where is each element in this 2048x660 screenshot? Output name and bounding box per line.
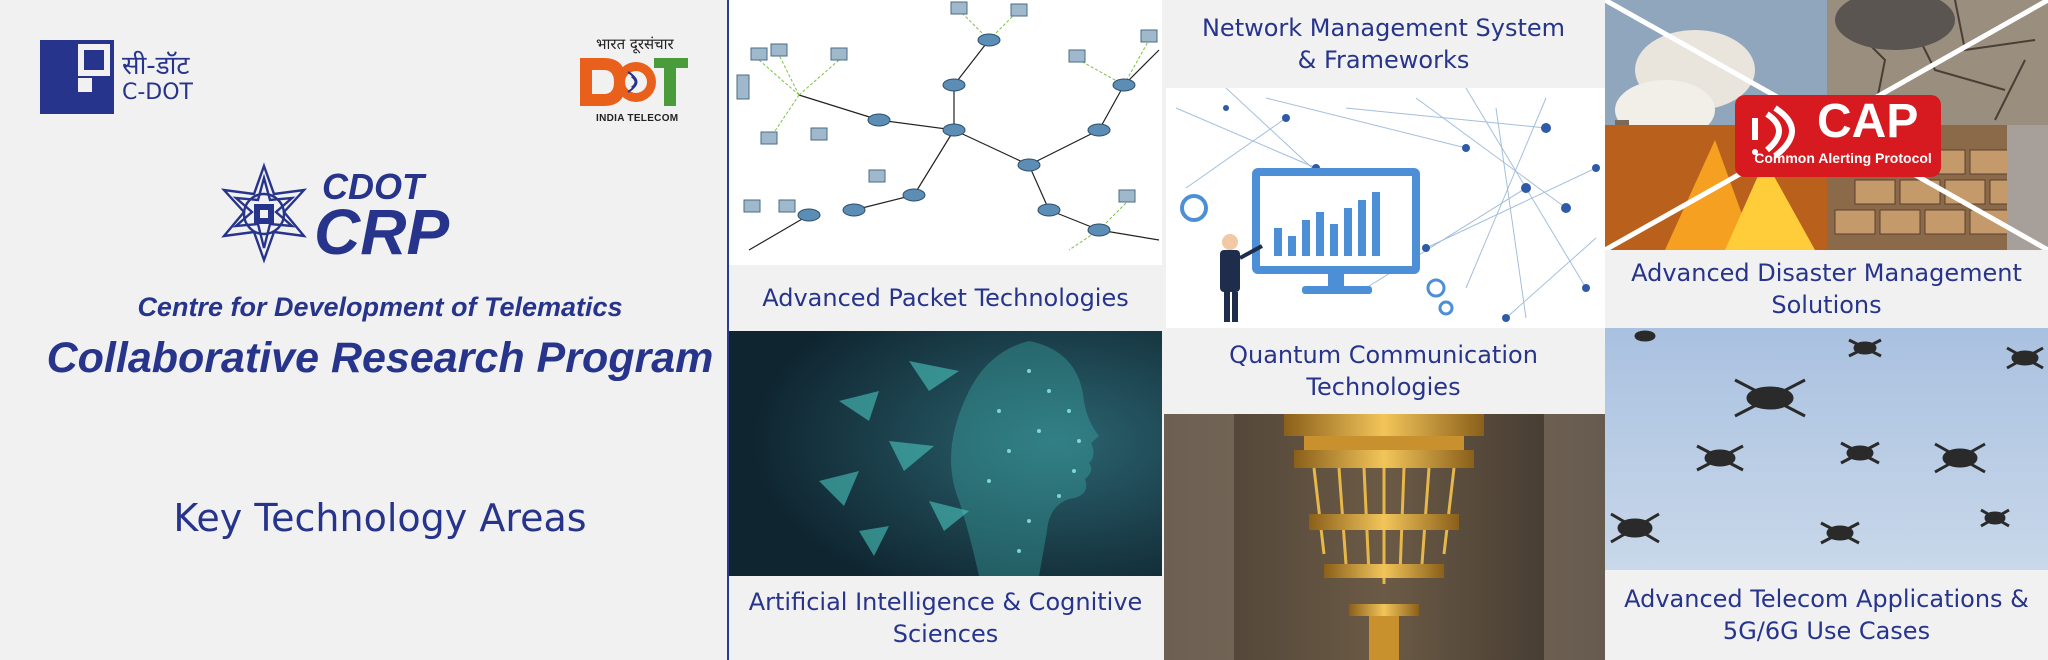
caption-nms-line1: Network Management System	[1201, 14, 1566, 42]
caption-packet: Advanced Packet Technologies	[729, 265, 1162, 331]
crp-star-emblem-icon	[220, 162, 308, 264]
india-telecom-label: INDIA TELECOM	[596, 113, 679, 124]
caption-nms-line2: & Frameworks	[1297, 46, 1470, 74]
cdot-hindi-label: सी-डॉट	[122, 51, 190, 81]
caption-quantum-line1: Quantum Communication	[1229, 341, 1538, 369]
disaster-collage-image: CAP Common Alerting Protocol	[1605, 0, 2048, 250]
crp-label: CRP	[314, 196, 450, 268]
caption-quantum: Quantum Communication Technologies	[1162, 328, 1605, 414]
caption-disaster: Advanced Disaster Management Solutions	[1605, 250, 2048, 328]
quantum-computer-image	[1164, 414, 1605, 660]
caption-ai-line2: Sciences	[892, 620, 999, 648]
dot-logo-icon	[580, 58, 688, 106]
caption-telecom: Advanced Telecom Applications & 5G/6G Us…	[1605, 570, 2048, 660]
cap-title: CAP	[1817, 95, 1919, 148]
divider	[727, 0, 729, 660]
packet-network-image	[729, 0, 1162, 265]
crp-cdot-label: CDOT	[322, 166, 424, 207]
cdot-label: C-DOT	[122, 80, 193, 105]
centre-title: Centre for Development of Telematics	[137, 292, 623, 322]
cdot-logo-icon	[40, 40, 114, 114]
caption-disaster-line2: Solutions	[1771, 291, 1882, 319]
caption-ai-line1: Artificial Intelligence & Cognitive	[748, 588, 1143, 616]
dot-hindi-label: भारत दूरसंचार	[596, 35, 674, 53]
caption-ai: Artificial Intelligence & Cognitive Scie…	[729, 576, 1162, 660]
key-technology-areas-heading: Key Technology Areas	[173, 496, 587, 540]
ai-face-image	[729, 331, 1162, 576]
brand-panel: सी-डॉट C-DOT भारत दूरसंचार INDIA TELECOM…	[0, 0, 727, 660]
caption-telecom-line1: Advanced Telecom Applications &	[1624, 585, 2029, 613]
program-title: Collaborative Research Program	[46, 334, 714, 382]
cap-subtitle: Common Alerting Protocol	[1754, 150, 1932, 166]
caption-nms: Network Management System & Frameworks	[1162, 0, 1605, 88]
drones-image	[1605, 328, 2048, 570]
caption-telecom-line2: 5G/6G Use Cases	[1722, 617, 1931, 645]
caption-quantum-line2: Technologies	[1306, 373, 1461, 401]
nms-dashboard-image	[1166, 88, 1605, 328]
caption-disaster-line1: Advanced Disaster Management	[1631, 259, 2022, 287]
